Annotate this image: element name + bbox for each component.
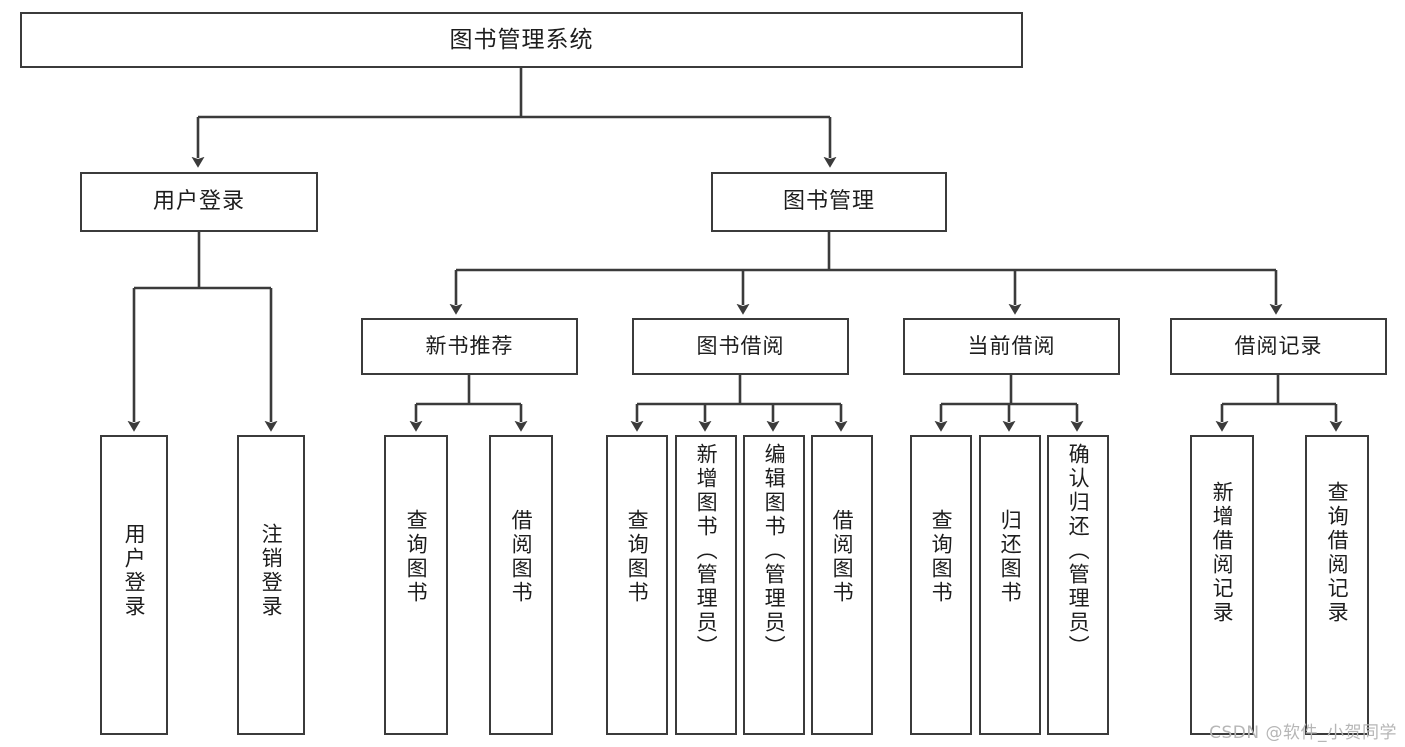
node-book-borrow-label: 图书借阅: [696, 334, 785, 359]
node-leaf-borrow-book-1[interactable]: 借阅图书: [489, 435, 553, 735]
node-book-borrow[interactable]: 图书借阅: [632, 318, 849, 375]
node-leaf-logout-login-label: 注销登录: [259, 523, 284, 619]
node-leaf-query-book-2[interactable]: 查询图书: [606, 435, 668, 735]
node-leaf-edit-book-label: 编辑图书（管理员）: [762, 443, 787, 659]
node-user-login[interactable]: 用户登录: [80, 172, 318, 232]
node-leaf-borrow-book-2[interactable]: 借阅图书: [811, 435, 873, 735]
node-leaf-borrow-book-2-label: 借阅图书: [830, 509, 855, 605]
node-leaf-return-book[interactable]: 归还图书: [979, 435, 1041, 735]
node-leaf-user-login[interactable]: 用户登录: [100, 435, 168, 735]
node-user-login-label: 用户登录: [152, 189, 245, 215]
node-leaf-query-book-3[interactable]: 查询图书: [910, 435, 972, 735]
node-leaf-add-book[interactable]: 新增图书（管理员）: [675, 435, 737, 735]
node-leaf-add-record[interactable]: 新增借阅记录: [1190, 435, 1254, 735]
watermark-text: CSDN @软件_小贺同学: [1209, 723, 1397, 743]
node-leaf-add-book-label: 新增图书（管理员）: [694, 443, 719, 659]
node-leaf-confirm-return-label: 确认归还（管理员）: [1066, 443, 1091, 659]
node-leaf-add-record-label: 新增借阅记录: [1210, 481, 1235, 625]
node-leaf-return-book-label: 归还图书: [998, 509, 1023, 605]
node-current-borrow-label: 当前借阅: [967, 334, 1056, 359]
node-current-borrow[interactable]: 当前借阅: [903, 318, 1120, 375]
node-leaf-query-book-2-label: 查询图书: [625, 509, 650, 605]
node-leaf-edit-book[interactable]: 编辑图书（管理员）: [743, 435, 805, 735]
node-root[interactable]: 图书管理系统: [20, 12, 1023, 68]
node-leaf-confirm-return[interactable]: 确认归还（管理员）: [1047, 435, 1109, 735]
node-borrow-record[interactable]: 借阅记录: [1170, 318, 1387, 375]
node-leaf-borrow-book-1-label: 借阅图书: [509, 509, 534, 605]
node-leaf-query-book-1-label: 查询图书: [404, 509, 429, 605]
node-leaf-query-record[interactable]: 查询借阅记录: [1305, 435, 1369, 735]
node-book-manage-label: 图书管理: [782, 189, 875, 215]
node-leaf-user-login-label: 用户登录: [122, 523, 147, 619]
node-book-manage[interactable]: 图书管理: [711, 172, 947, 232]
node-leaf-logout-login[interactable]: 注销登录: [237, 435, 305, 735]
node-root-label: 图书管理系统: [449, 26, 594, 53]
node-leaf-query-book-3-label: 查询图书: [929, 509, 954, 605]
node-leaf-query-book-1[interactable]: 查询图书: [384, 435, 448, 735]
node-borrow-record-label: 借阅记录: [1234, 334, 1323, 359]
node-new-book-recommend[interactable]: 新书推荐: [361, 318, 578, 375]
node-new-book-recommend-label: 新书推荐: [425, 334, 514, 359]
node-leaf-query-record-label: 查询借阅记录: [1325, 481, 1350, 625]
